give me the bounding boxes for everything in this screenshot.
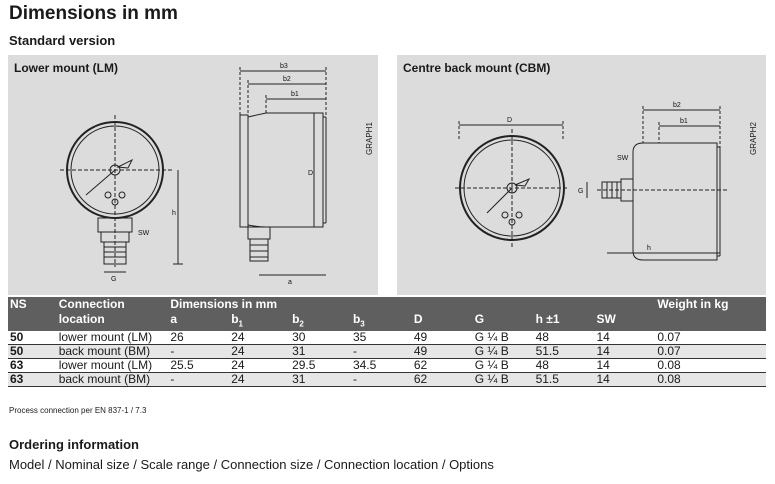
b1-label: b1 <box>291 91 299 98</box>
ordering-title: Ordering information <box>9 437 139 452</box>
g-label: G <box>578 188 583 195</box>
d-label: D <box>507 117 512 124</box>
centre-back-mount-drawing-panel: Centre back mount (CBM) GRAPH2 <box>397 55 766 295</box>
b2-label: b2 <box>673 102 681 109</box>
centre-back-mount-drawing: b2 b1 D SW G h <box>455 102 727 261</box>
lower-mount-drawing-panel: Lower mount (LM) GRAPH1 <box>8 55 378 295</box>
h-label: h <box>172 210 176 217</box>
lower-mount-label: Lower mount (LM) <box>14 61 118 75</box>
b3-label: b3 <box>280 63 288 70</box>
header-location: location <box>56 312 169 332</box>
header-sw-spacer <box>594 297 656 312</box>
header-b1: b1 <box>229 312 291 332</box>
header-a: a <box>168 312 230 332</box>
sw-label: SW <box>617 155 629 162</box>
d-label: D <box>308 170 313 177</box>
dimensions-table: NS Connection Dimensions in mm Weight in… <box>8 297 766 388</box>
page-title: Dimensions in mm <box>9 3 178 24</box>
header-ns: NS <box>8 297 57 312</box>
header-dimensions: Dimensions in mm <box>168 297 595 312</box>
header-weight: Weight in kg <box>655 297 766 312</box>
a-label: a <box>288 279 292 286</box>
b1-label: b1 <box>680 118 688 125</box>
ordering-line: Model / Nominal size / Scale range / Con… <box>9 457 494 472</box>
header-b2: b2 <box>290 312 351 332</box>
h-label: h <box>647 245 651 252</box>
lower-mount-drawing: b3 b2 b1 D h SW G a <box>60 63 327 286</box>
header-g: G <box>472 312 534 332</box>
process-connection-note: Process connection per EN 837-1 / 7.3 <box>9 406 147 415</box>
header-sw: SW <box>594 312 656 332</box>
header-d: D <box>411 312 473 332</box>
centre-back-mount-label: Centre back mount (CBM) <box>403 61 551 75</box>
g-label: G <box>111 276 116 283</box>
header-connection: Connection <box>56 297 169 312</box>
header-b3: b3 <box>350 312 412 332</box>
b2-label: b2 <box>283 76 291 83</box>
header-ns-2 <box>8 312 57 332</box>
sw-label: SW <box>138 230 150 237</box>
section-subtitle: Standard version <box>9 33 116 48</box>
header-h: h ±1 <box>533 312 595 332</box>
header-weight-2 <box>655 312 766 332</box>
